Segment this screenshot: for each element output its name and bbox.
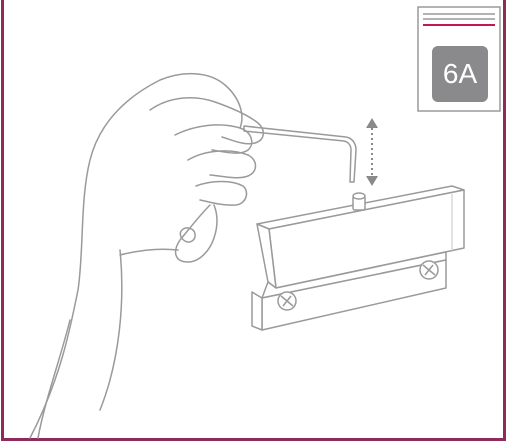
up-down-arrow-icon <box>366 118 378 186</box>
set-screw-icon <box>353 193 365 210</box>
hand-icon <box>30 74 263 438</box>
hex-key-icon <box>244 126 356 182</box>
screw-right-icon <box>420 261 438 279</box>
parts-bag-label: 6A <box>434 48 486 100</box>
screw-left-icon <box>278 292 296 310</box>
